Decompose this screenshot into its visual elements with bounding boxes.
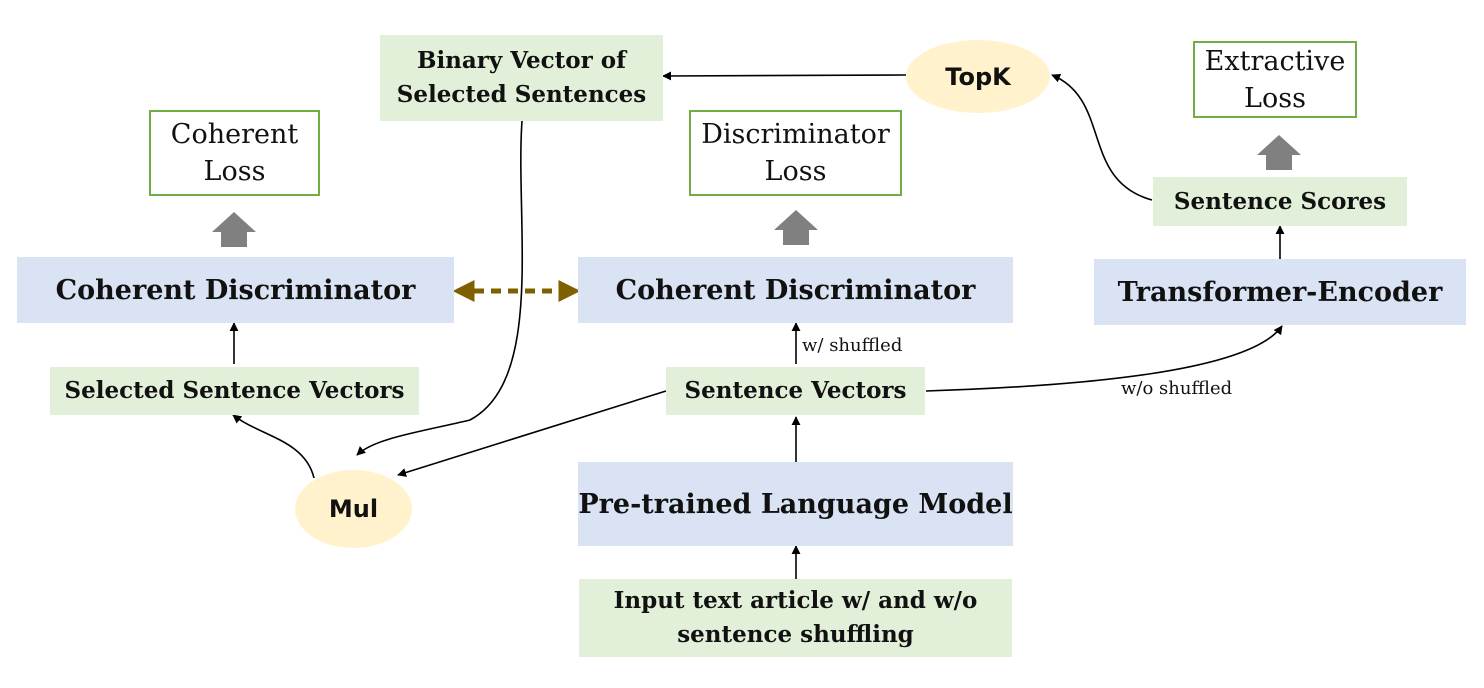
binary-vector-line-1: Binary Vector of [417,47,626,74]
coherent-loss-line-2: Loss [203,156,266,187]
binary-vector-line-2: Selected Sentences [396,81,647,108]
discriminator-loss-line-2: Loss [764,156,827,187]
sentence-scores-box: Sentence Scores [1153,177,1407,226]
arrow-binary-vector-to-mul [356,120,524,456]
input-text-box: Input text article w/ and w/o sentence s… [579,579,1012,657]
binary-vector-box: Binary Vector of Selected Sentences [380,35,663,121]
extractive-loss-line-1: Extractive [1204,45,1346,77]
gray-arrow-extractive-loss [1257,135,1301,170]
coherent-loss-box: Coherent Loss [149,110,320,196]
arrow-scores-to-topk [1051,73,1153,201]
pretrained-language-model-box: Pre-trained Language Model [578,462,1013,546]
arrow-topk-to-binary-vector [662,71,907,81]
mul-node: Mul [295,470,412,548]
input-text-line-1: Input text article w/ and w/o [613,587,978,614]
arrow-sentence-vectors-to-mul [397,390,667,477]
arrow-mul-to-selected [232,414,315,479]
with-shuffled-label: w/ shuffled [802,335,903,356]
gray-arrow-discriminator-loss [774,210,818,245]
discriminator-loss-line-1: Discriminator [701,119,890,150]
topk-node: TopK [906,40,1050,113]
gray-arrow-coherent-loss [212,212,256,247]
without-shuffled-label: w/o shuffled [1121,378,1233,399]
arrow-sentence-vectors-to-encoder [925,325,1283,392]
extractive-loss-box: Extractive Loss [1193,41,1357,118]
discriminator-loss-box: Discriminator Loss [689,110,902,196]
input-text-line-2: sentence shuffling [677,621,914,648]
coherent-loss-line-1: Coherent [170,119,299,150]
selected-sentence-vectors-box: Selected Sentence Vectors [50,367,419,415]
transformer-encoder-box: Transformer-Encoder [1094,259,1466,325]
sentence-vectors-box: Sentence Vectors [666,367,925,415]
extractive-loss-line-2: Loss [1244,82,1306,114]
coherent-discriminator-right: Coherent Discriminator [578,257,1013,323]
coherent-discriminator-left: Coherent Discriminator [17,257,454,323]
